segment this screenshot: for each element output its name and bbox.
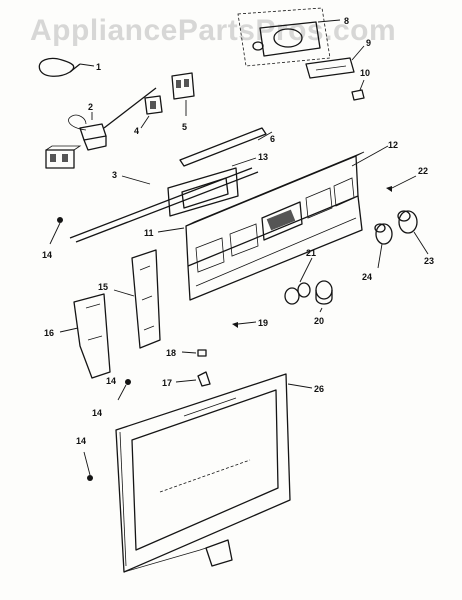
- part-8-clock-assembly: [237, 7, 341, 67]
- part-1-wire-harness: [38, 57, 95, 77]
- part-24-knob: [374, 223, 393, 269]
- callout-11: 11: [144, 228, 154, 238]
- callout-26: 26: [314, 384, 324, 394]
- part-6-trim-bar: [179, 127, 273, 167]
- callout-14-d: 14: [106, 376, 116, 386]
- leader-11: [157, 227, 185, 233]
- part-22-screw: [386, 175, 417, 192]
- callout-1: 1: [96, 62, 101, 72]
- callout-8: 8: [344, 16, 349, 26]
- part-21-knob: [284, 257, 313, 305]
- callout-10: 10: [360, 68, 370, 78]
- part-18-nut: [181, 349, 207, 357]
- callout-23: 23: [424, 256, 434, 266]
- part-17-switch: [175, 371, 211, 387]
- callout-19: 19: [258, 318, 268, 328]
- callout-14-b: 14: [92, 408, 102, 418]
- part-26-back-panel: [115, 373, 313, 573]
- callout-16: 16: [44, 328, 54, 338]
- callout-21: 21: [306, 248, 316, 258]
- part-switch-block: [45, 145, 82, 169]
- part-15-side-bracket: [113, 249, 161, 349]
- callout-labels: 1 2 3 4 5 6 8 9 10 11 12 13 14 14 14 14 …: [42, 16, 434, 446]
- part-10-knob: [351, 79, 365, 101]
- callout-17: 17: [162, 378, 172, 388]
- callout-22: 22: [418, 166, 428, 176]
- callout-2: 2: [88, 102, 93, 112]
- callout-15: 15: [98, 282, 108, 292]
- callout-14-a: 14: [42, 250, 52, 260]
- callout-3: 3: [112, 170, 117, 180]
- part-2-thermostat: [68, 87, 157, 151]
- callout-20: 20: [314, 316, 324, 326]
- callout-18: 18: [166, 348, 176, 358]
- callout-6: 6: [270, 134, 275, 144]
- callout-24: 24: [362, 272, 372, 282]
- callout-9: 9: [366, 38, 371, 48]
- part-14-screws: [49, 217, 131, 481]
- part-4-switch: [140, 95, 163, 129]
- callout-12: 12: [388, 140, 398, 150]
- callout-5: 5: [182, 122, 187, 132]
- watermark-text: AppliancePartsPros.com: [30, 14, 397, 47]
- part-16-side-bracket: [59, 293, 111, 379]
- callout-13: 13: [258, 152, 268, 162]
- part-19-screws: [232, 321, 257, 328]
- part-5-switch: [171, 72, 195, 116]
- part-23-knob: [397, 210, 429, 255]
- part-12-control-panel: [185, 145, 389, 301]
- callout-4: 4: [134, 126, 139, 136]
- part-9-bracket: [305, 45, 365, 79]
- part-13-window-frame: [167, 157, 257, 217]
- part-20-knob: [315, 280, 333, 313]
- callout-14-c: 14: [76, 436, 86, 446]
